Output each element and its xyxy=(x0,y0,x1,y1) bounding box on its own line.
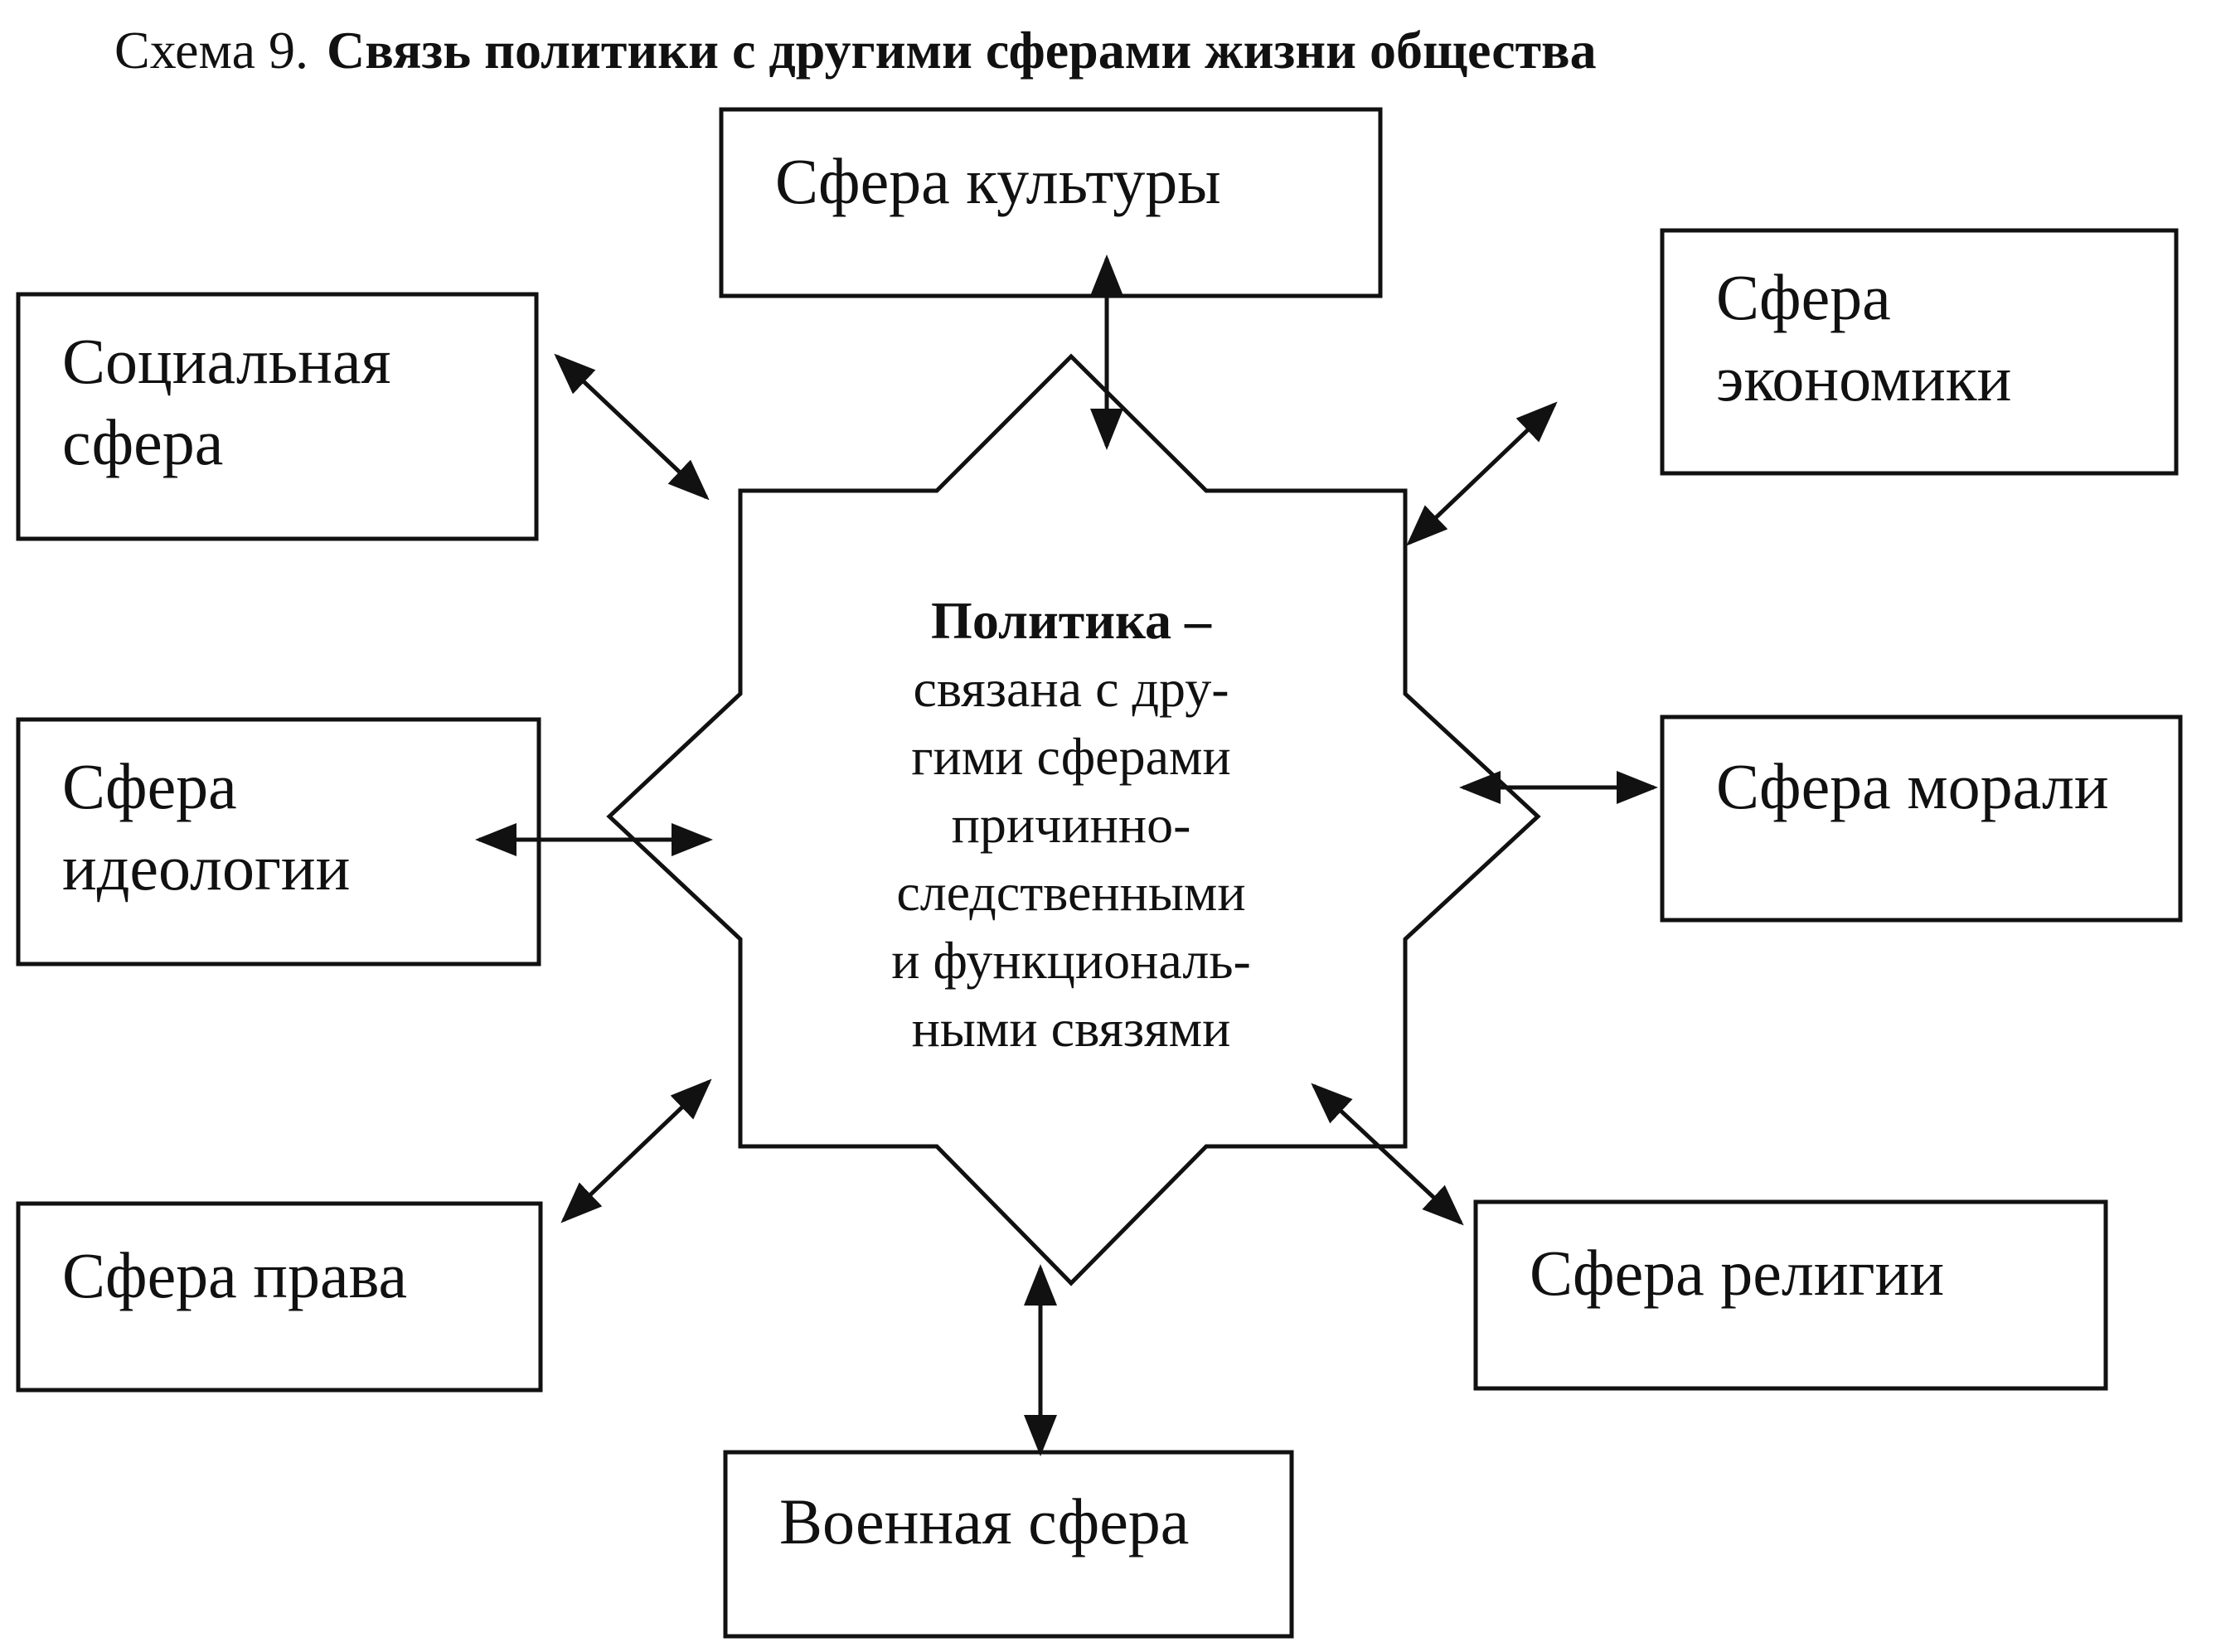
sphere-ideology: Сфера идеологии xyxy=(16,717,541,966)
sphere-economy-label-1: Сфера xyxy=(1716,261,1891,333)
sphere-military: Военная сфера xyxy=(723,1450,1294,1639)
title-main: Связь политики с другими сферами жизни о… xyxy=(327,21,1597,80)
sphere-law: Сфера права xyxy=(16,1201,543,1393)
sphere-religion: Сфера религии xyxy=(1473,1199,2108,1391)
politics-line-1: связана с дру- xyxy=(914,659,1229,718)
sphere-economy-box xyxy=(1660,228,2179,476)
sphere-ideology-box xyxy=(16,717,541,966)
politics-line-3: причинно- xyxy=(952,795,1191,854)
arrow-religion xyxy=(1311,1083,1464,1226)
sphere-ideology-label-2: идеологии xyxy=(62,831,350,904)
sphere-social-label-1: Социальная xyxy=(62,325,391,397)
sphere-culture-box xyxy=(719,107,1383,298)
politics-line-6: ными связями xyxy=(912,999,1231,1058)
title-prefix: Схема 9. xyxy=(114,21,308,80)
sphere-ideology-label-1: Сфера xyxy=(62,750,237,822)
sphere-law-box xyxy=(16,1201,543,1393)
sphere-law-label: Сфера права xyxy=(62,1239,407,1311)
sphere-religion-label: Сфера религии xyxy=(1530,1237,1944,1309)
diagram-title: Схема 9. Связь политики с другими сферам… xyxy=(114,21,1597,80)
sphere-culture: Сфера культуры xyxy=(719,107,1383,298)
arrow-social xyxy=(554,353,710,501)
sphere-religion-box xyxy=(1473,1199,2108,1391)
politics-heading: Политика – xyxy=(931,591,1212,650)
politics-star xyxy=(606,353,1541,1286)
politics-line-4: следственными xyxy=(896,863,1245,922)
sphere-military-label: Военная сфера xyxy=(779,1485,1189,1558)
sphere-economy: Сфера экономики xyxy=(1660,228,2179,476)
sphere-economy-label-2: экономики xyxy=(1716,342,2011,414)
sphere-culture-label: Сфера культуры xyxy=(775,145,1221,217)
sphere-morality-box xyxy=(1660,715,2183,923)
sphere-military-box xyxy=(723,1450,1294,1639)
arrow-economy xyxy=(1406,401,1558,546)
arrow-law xyxy=(560,1078,712,1223)
sphere-social: Социальная сфера xyxy=(16,292,539,541)
sphere-morality: Сфера морали xyxy=(1660,715,2183,923)
politics-line-5: и функциональ- xyxy=(891,931,1251,990)
sphere-social-label-2: сфера xyxy=(62,406,223,478)
sphere-social-box xyxy=(16,292,539,541)
sphere-morality-label: Сфера морали xyxy=(1716,750,2109,822)
politics-line-2: гими сферами xyxy=(911,727,1230,786)
